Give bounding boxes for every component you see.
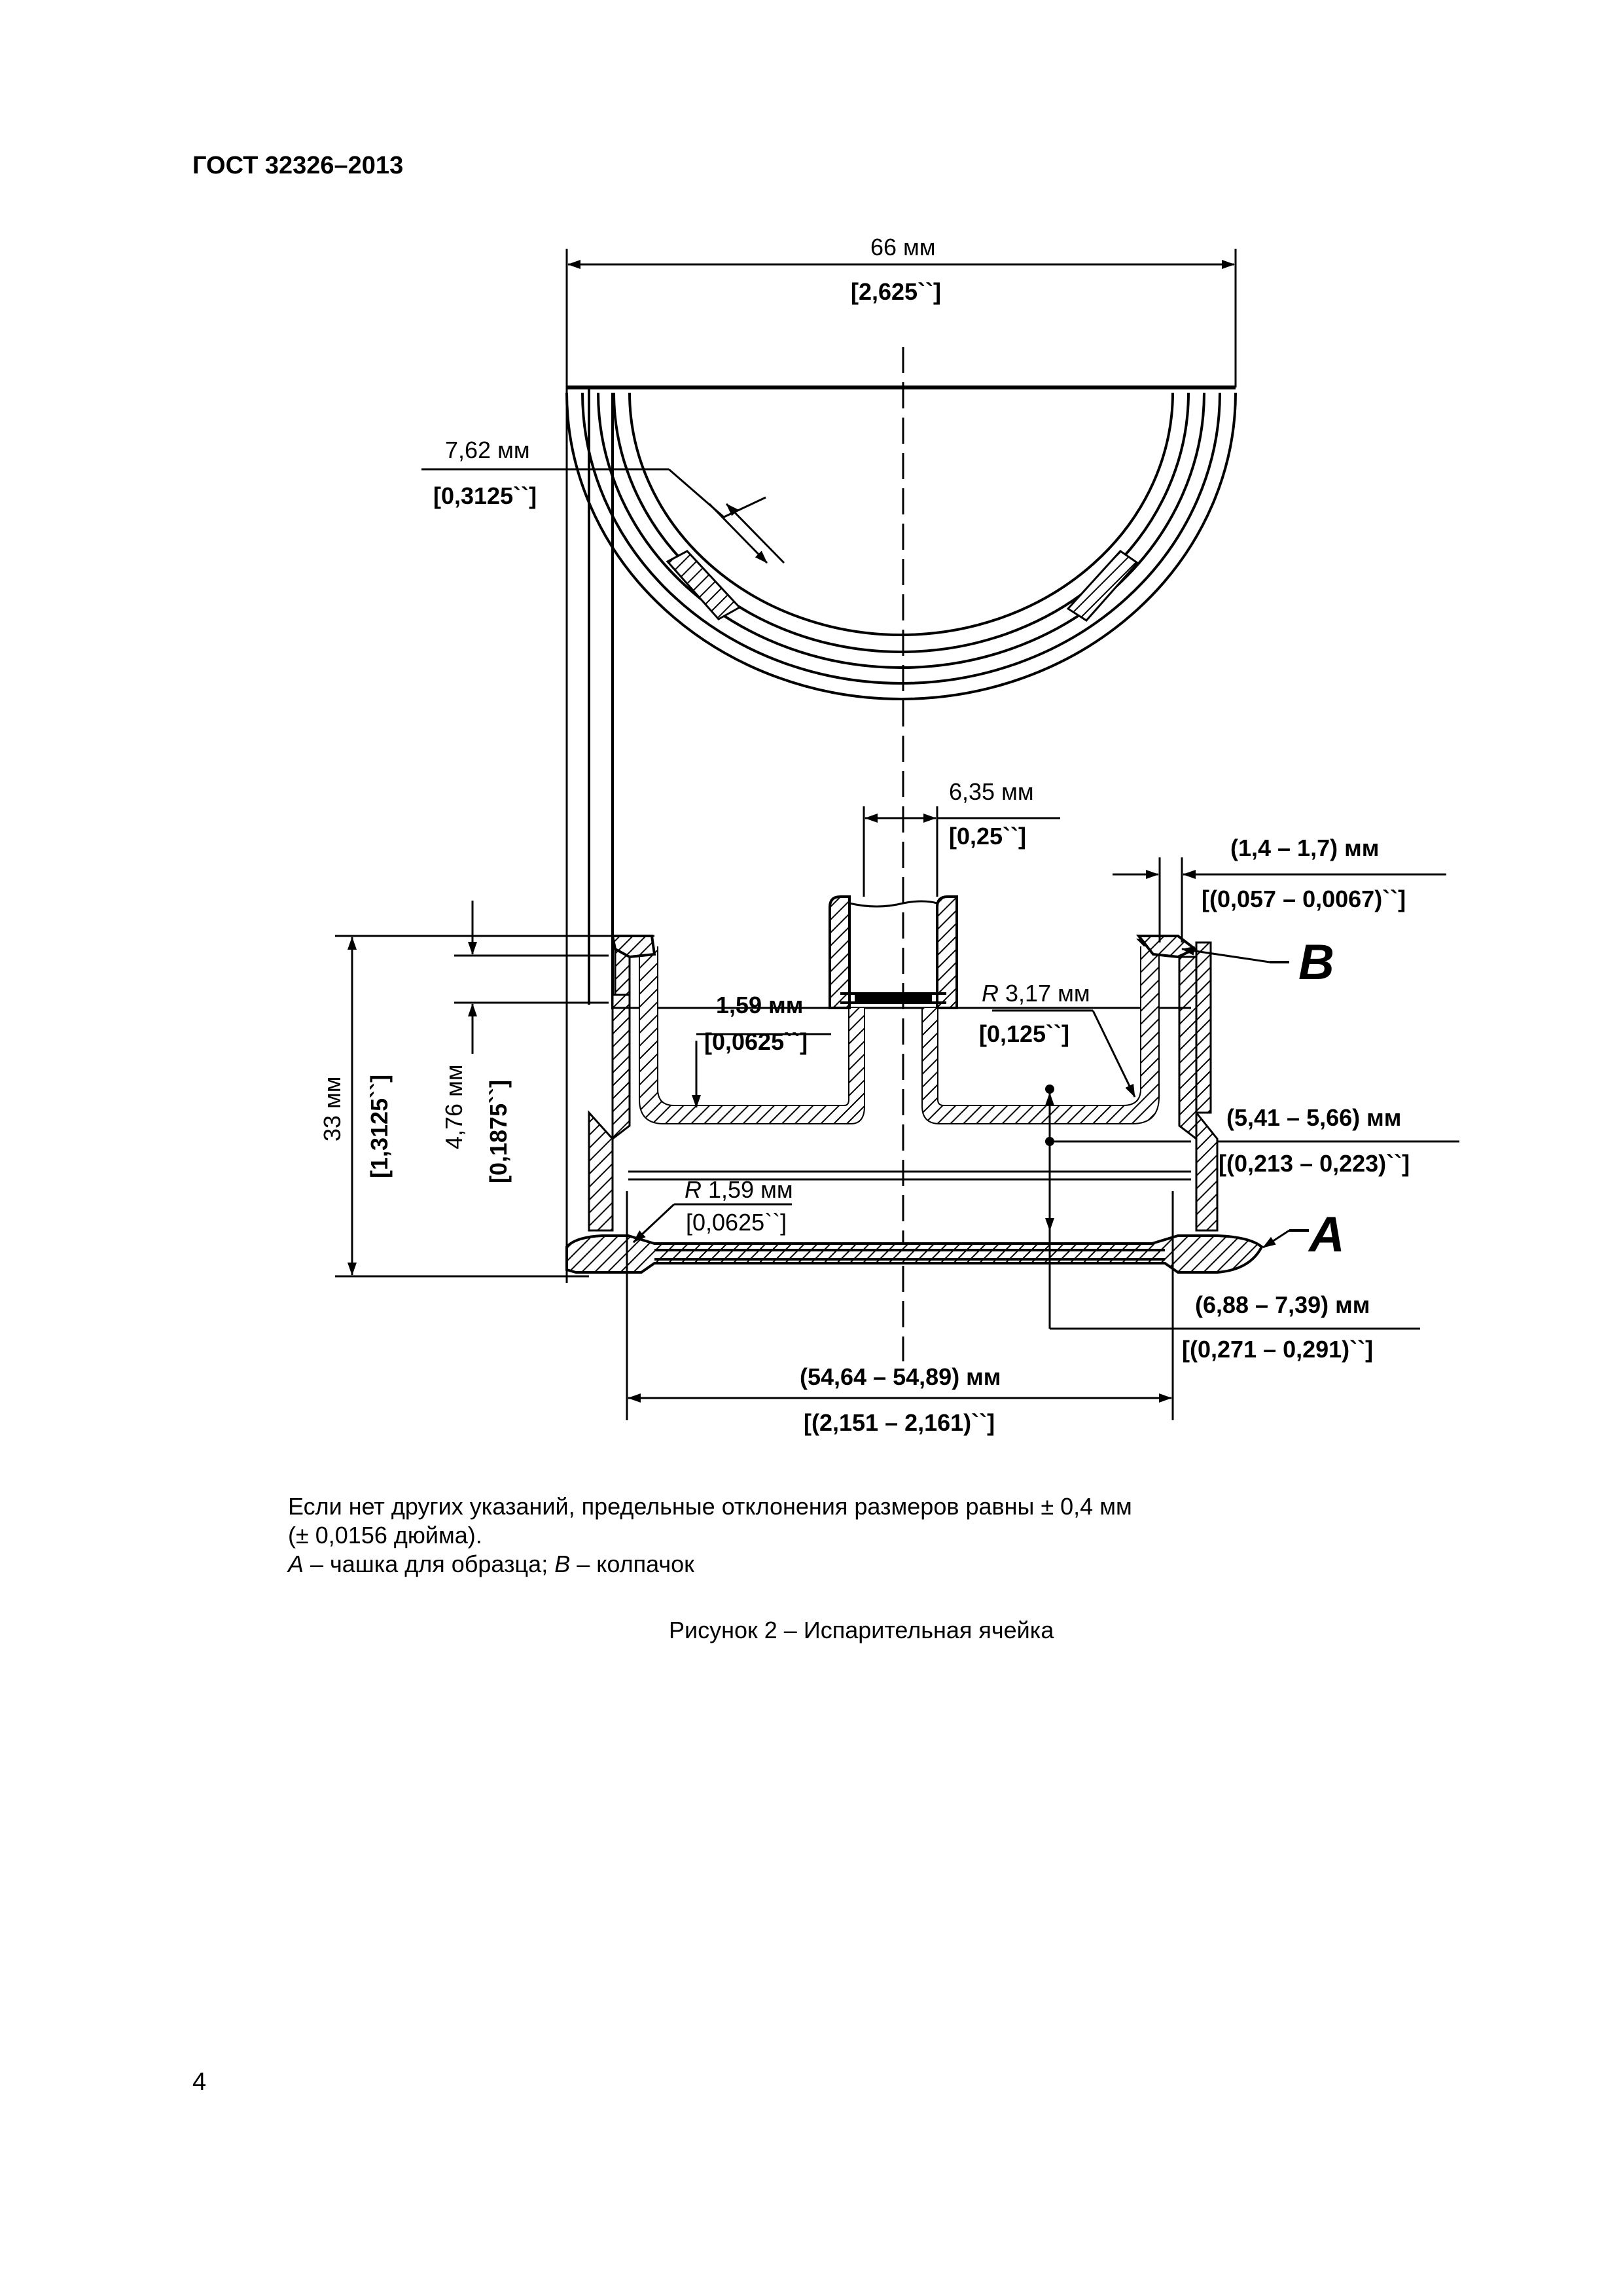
d541-dim-in: [(0,213 – 0,223)``]	[1219, 1150, 1410, 1177]
rb-prefix: R	[685, 1176, 702, 1203]
bowl-hatch-right	[1066, 550, 1139, 622]
legend-note: А – чашка для образца; В – колпачок	[288, 1550, 1132, 1579]
wall-dim-in: [0,3125``]	[433, 482, 537, 509]
callout-b: B	[1298, 935, 1334, 990]
cup-a	[639, 946, 1160, 1124]
rb-dim-mm: R 1,59 мм	[685, 1176, 793, 1203]
figure-notes: Если нет других указаний, предельные отк…	[288, 1492, 1132, 1579]
base-dim-mm: (54,64 – 54,89) мм	[800, 1363, 1001, 1390]
r317-dim-in: [0,125``]	[979, 1020, 1069, 1047]
doc-header: ГОСТ 32326–2013	[192, 152, 404, 179]
legend-a-text: – чашка для образца;	[304, 1551, 555, 1577]
r159-dim-mm: 1,59 мм	[716, 992, 803, 1018]
legend-b-key: В	[554, 1551, 571, 1577]
r317-value: 3,17 мм	[999, 980, 1090, 1007]
tube	[829, 895, 958, 1009]
tube-dim-mm: 6,35 мм	[949, 778, 1034, 805]
height-dim-mm: 33 мм	[319, 1076, 346, 1141]
h476-dim-mm: 4,76 мм	[440, 1064, 467, 1149]
evaporation-cell-drawing: 7,62 мм [0,3125``] 66 мм [2,625``]	[319, 234, 1459, 1436]
width-dim-in: [2,625``]	[851, 278, 941, 305]
legend-b-text: – колпачок	[570, 1551, 694, 1577]
h476-dim-in: [0,1875``]	[485, 1080, 512, 1183]
rb-value: 1,59 мм	[702, 1176, 793, 1203]
tube-dim-in: [0,25``]	[949, 823, 1026, 850]
rb-dim-in: [0,0625``]	[686, 1209, 787, 1236]
figure-caption: Рисунок 2 – Испарительная ячейка	[669, 1617, 1054, 1643]
legend-a-key: А	[288, 1551, 304, 1577]
callout-a: A	[1308, 1207, 1345, 1263]
base-dim-in: [(2,151 – 2,161)``]	[804, 1409, 995, 1436]
d688-dim-in: [(0,271 – 0,291)``]	[1182, 1336, 1373, 1363]
r159-dim-in: [0,0625``]	[704, 1028, 808, 1055]
tolerance-note: Если нет других указаний, предельные отк…	[288, 1493, 1132, 1520]
gap-dim-mm: (1,4 – 1,7) мм	[1230, 834, 1379, 861]
d688-dim-mm: (6,88 – 7,39) мм	[1195, 1291, 1370, 1318]
r317-prefix: R	[982, 980, 999, 1007]
wall-dim-mm: 7,62 мм	[445, 437, 530, 463]
d541-dim-mm: (5,41 – 5,66) мм	[1226, 1104, 1401, 1131]
width-dim-mm: 66 мм	[870, 234, 936, 260]
page-number: 4	[192, 2068, 207, 2096]
r317-dim-mm: R 3,17 мм	[982, 980, 1090, 1007]
bowl-hatch-left	[666, 550, 741, 620]
bowl	[565, 386, 1237, 700]
cup-base	[565, 1234, 1264, 1274]
height-dim-in: [1,3125``]	[366, 1075, 393, 1178]
gap-dim-in: [(0,057 – 0,0067)``]	[1202, 886, 1406, 912]
tolerance-note-inch: (± 0,0156 дюйма).	[288, 1522, 482, 1549]
